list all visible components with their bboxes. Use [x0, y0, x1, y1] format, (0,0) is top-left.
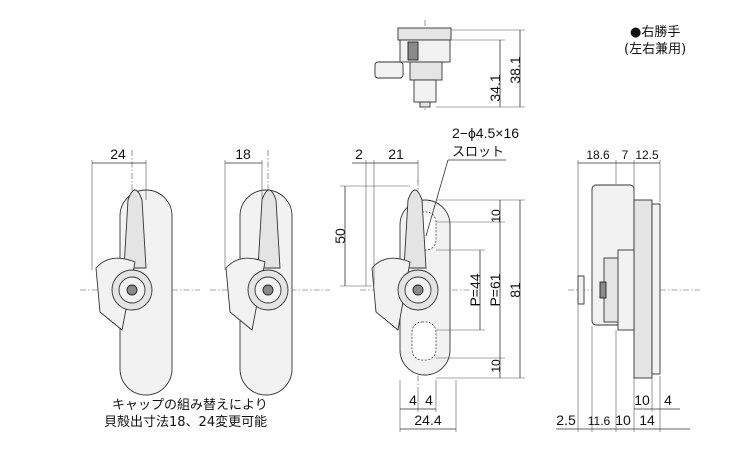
- dim-v3-2: 2: [355, 146, 363, 162]
- dim-top-38-1: 38.1: [507, 56, 523, 83]
- front-view-dimensioned: [340, 159, 525, 432]
- dim-bottom-4-right: 4: [425, 392, 433, 408]
- dim-side-bottom-11-6: 11.6: [588, 414, 611, 428]
- dim-side-bottom-10: 10: [634, 392, 650, 408]
- dim-side-bottom-10b: 10: [615, 412, 631, 428]
- dim-v2-18: 18: [235, 146, 251, 162]
- note-hole-spec: 2−ϕ4.5×16: [452, 125, 519, 141]
- dim-slot-top-10: 10: [489, 209, 503, 223]
- note-cap-change-1: キャップの組み替えにより: [112, 398, 268, 413]
- dim-side-12-5: 12.5: [635, 148, 659, 162]
- dim-pitch-44: P=44: [467, 273, 483, 306]
- dim-side-bottom-14: 14: [639, 412, 655, 428]
- side-view: [556, 160, 700, 432]
- dim-side-bottom-4: 4: [664, 392, 672, 408]
- dim-v3-50: 50: [332, 228, 348, 244]
- dim-side-18-6: 18.6: [586, 148, 610, 162]
- note-cap-change-2: 貝殻出寸法18、24変更可能: [104, 414, 267, 430]
- note-both-hands: (左右兼用): [624, 42, 686, 57]
- front-view-24: [80, 150, 200, 396]
- dim-bottom-4-left: 4: [409, 392, 417, 408]
- note-right-hand: ●右勝手: [630, 25, 680, 40]
- dim-pitch-61: P=61: [487, 273, 503, 306]
- note-slot: スロット: [452, 145, 504, 160]
- dim-side-7: 7: [622, 148, 629, 162]
- dim-side-bottom-2-5: 2.5: [556, 412, 576, 428]
- dim-v3-21: 21: [388, 146, 404, 162]
- top-view: [374, 20, 525, 112]
- dim-overall-81: 81: [507, 282, 523, 298]
- dim-slot-bottom-10: 10: [489, 359, 503, 373]
- dim-bottom-24-4: 24.4: [414, 412, 441, 428]
- dim-v1-24: 24: [110, 146, 126, 162]
- front-view-18: [210, 150, 330, 396]
- dim-top-34-1: 34.1: [487, 74, 503, 101]
